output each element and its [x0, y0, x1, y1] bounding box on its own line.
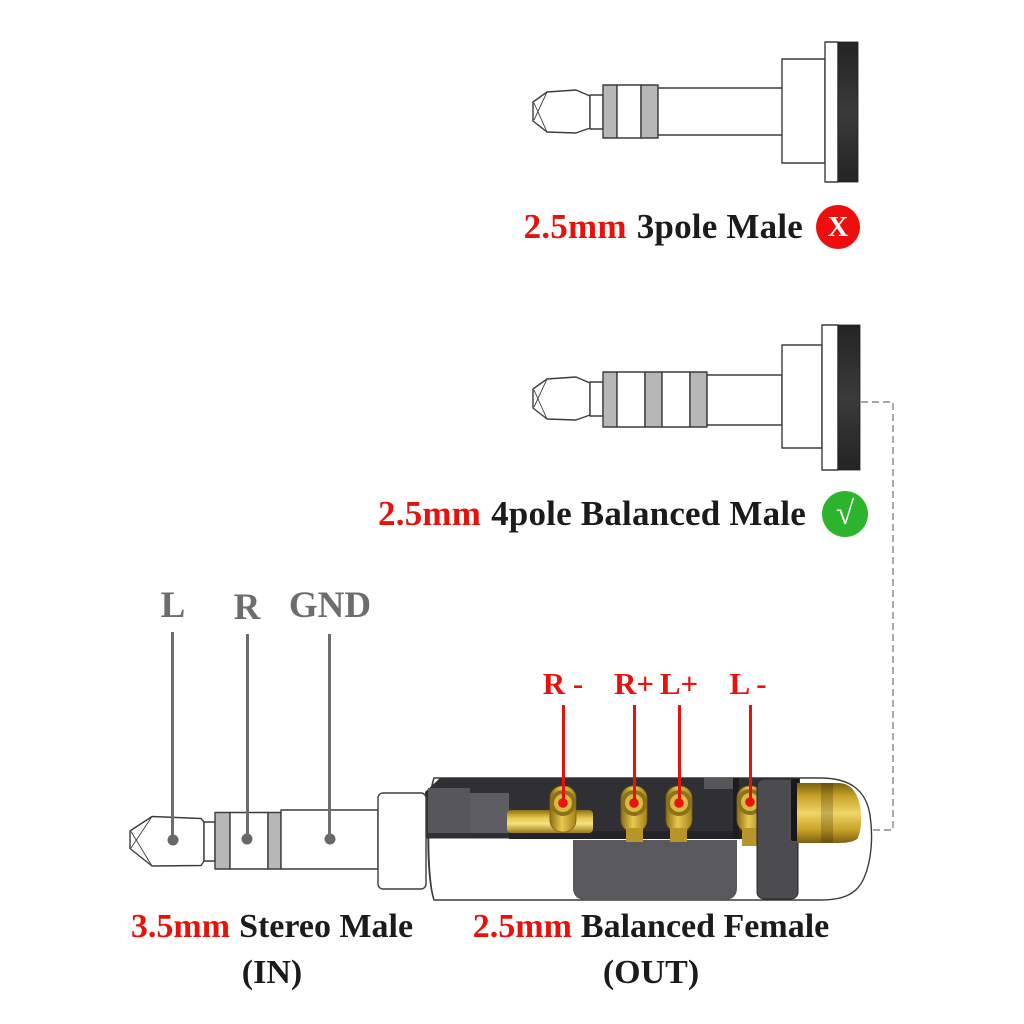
leader-line-ground — [328, 634, 331, 836]
plug-collar — [377, 792, 427, 890]
plug-cap-ring — [824, 41, 839, 183]
accept-badge: √ — [822, 491, 868, 537]
plug-neck — [589, 381, 604, 417]
connector-3pole-illustration — [532, 41, 859, 183]
name-text: 4pole Balanced Male — [491, 494, 806, 533]
size-text: 2.5mm — [378, 494, 482, 533]
insulator-band — [267, 811, 282, 870]
jack-lower-block — [573, 840, 737, 900]
name-text: Balanced Female — [580, 908, 830, 945]
pin-label-l-minus: L - — [729, 666, 767, 701]
leader-line-l-minus — [748, 705, 752, 800]
adapter-illustration — [129, 777, 873, 901]
pin-label-l-plus: L+ — [659, 666, 699, 701]
leader-line-r-minus — [561, 705, 565, 800]
solder-cups — [550, 789, 763, 816]
name-text: 3pole Male — [636, 207, 803, 246]
female-jack-barrel — [797, 783, 862, 843]
plug-barrel — [706, 374, 783, 426]
connector-4pole-illustration — [532, 324, 861, 471]
pin-label-r-minus: R - — [542, 666, 584, 701]
plug-tip — [129, 815, 205, 867]
direction-text: (OUT) — [602, 954, 700, 991]
insulator-band — [644, 371, 663, 428]
pin-label-left: L — [160, 585, 186, 626]
plug-cap-ring — [821, 324, 839, 471]
leader-line-r-plus — [632, 705, 636, 800]
direction-text: (IN) — [241, 954, 303, 991]
insulator-band — [214, 811, 231, 870]
leader-line-l-plus — [677, 705, 681, 800]
leader-line-left — [171, 632, 174, 836]
leader-line-right — [245, 634, 249, 836]
plug-tip — [532, 376, 591, 421]
plug-neck — [203, 821, 216, 862]
pin-label-ground: GND — [288, 585, 372, 626]
size-text: 2.5mm — [472, 908, 572, 945]
size-text: 2.5mm — [523, 207, 627, 246]
pin-label-r-plus: R+ — [613, 666, 655, 701]
plug-tip — [532, 89, 591, 134]
name-text: Stereo Male — [239, 908, 414, 945]
size-text: 3.5mm — [130, 908, 231, 945]
plug-collar — [781, 344, 823, 449]
dashed-connection-line — [858, 401, 894, 831]
insulator-band — [602, 84, 618, 139]
plug-neck — [589, 94, 604, 130]
plug-cap-disc — [837, 41, 859, 183]
plug-barrel — [657, 87, 784, 136]
insulator-band — [602, 371, 618, 428]
reject-badge: X — [816, 205, 860, 249]
insulator-band — [640, 84, 659, 139]
plug-collar — [781, 58, 826, 164]
contact-dots — [167, 833, 336, 846]
plug-cap-disc — [837, 324, 861, 471]
pin-label-right: R — [233, 587, 261, 628]
insulator-band — [689, 371, 708, 428]
